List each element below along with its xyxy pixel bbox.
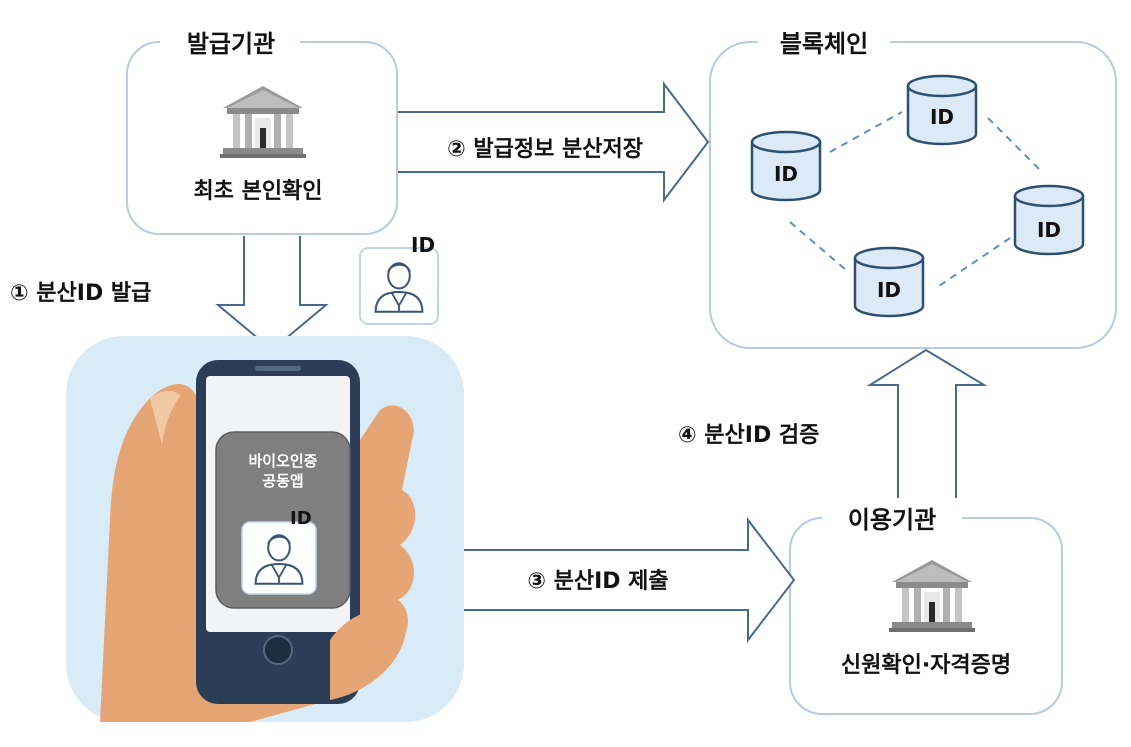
node-links: [789, 111, 1041, 289]
node-label: ID: [877, 278, 901, 302]
verifier-title: 이용기관: [848, 506, 936, 534]
blockchain-node-1: ID: [906, 74, 978, 146]
arrow-verifier-to-blockchain: [866, 348, 988, 498]
issuer-title: 발급기관: [187, 30, 275, 58]
verifier-box: 이용기관 신원확인·자격증명: [789, 504, 1063, 715]
step3-label: ③ 분산ID 제출: [527, 569, 668, 594]
app-label-line2: 공동앱: [262, 472, 303, 490]
blockchain-title: 블록체인: [780, 30, 868, 58]
verifier-caption: 신원확인·자격증명: [841, 653, 1011, 678]
step1-label: ① 분산ID 발급: [10, 281, 151, 306]
node-label: ID: [774, 162, 798, 186]
app-id-label: ID: [290, 508, 312, 529]
blockchain-node-3: ID: [1013, 184, 1085, 256]
node-label: ID: [930, 105, 954, 129]
app-label-line1: 바이오인증: [248, 452, 317, 470]
arrow-phone-to-verifier: [430, 517, 796, 643]
home-button: [263, 635, 293, 665]
issued-id-card: ID: [359, 233, 439, 325]
issued-id-label: ID: [411, 233, 435, 257]
step2-label: ② 발급정보 분산저장: [447, 137, 643, 162]
step4-label: ④ 분산ID 검증: [678, 423, 819, 448]
blockchain-node-2: ID: [750, 130, 822, 202]
phone-panel: 바이오인증 공동앱 ID: [66, 336, 464, 722]
issuer-box: 발급기관 최초 본인확인: [126, 28, 398, 235]
arrow-issuer-to-blockchain: [398, 81, 710, 203]
arrow-issuer-to-phone: [215, 236, 329, 352]
blockchain-box: 블록체인 ID ID ID ID: [709, 28, 1117, 349]
node-label: ID: [1037, 218, 1061, 242]
blockchain-node-4: ID: [853, 246, 925, 318]
issuer-caption: 최초 본인확인: [193, 179, 322, 204]
